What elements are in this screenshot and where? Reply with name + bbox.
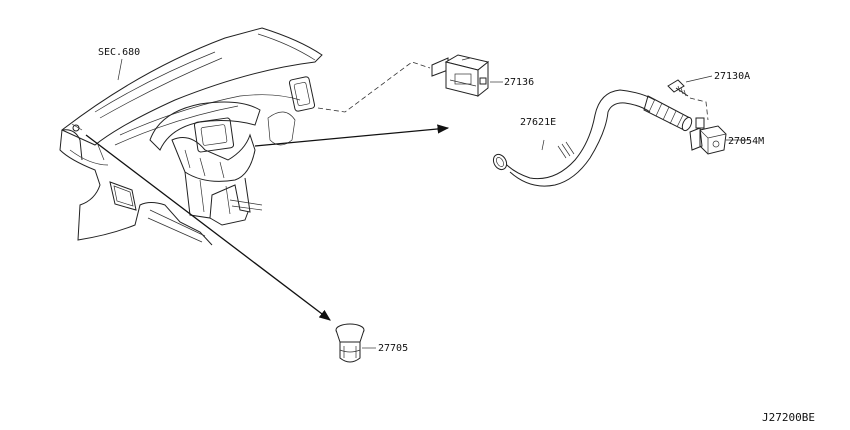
arrow-to-hose bbox=[254, 124, 450, 147]
label-27136: 27136 bbox=[504, 77, 534, 88]
instrument-panel bbox=[59, 27, 323, 246]
part-27136-sensor bbox=[431, 54, 490, 98]
label-27130A: 27130A bbox=[714, 71, 750, 82]
dashed-route-27130A bbox=[689, 97, 709, 121]
sec-680-label: SEC.680 bbox=[98, 47, 140, 58]
dashed-route-27136 bbox=[317, 61, 431, 113]
leader-27621E bbox=[541, 139, 545, 151]
arrow-to-clip bbox=[85, 134, 331, 321]
label-27705: 27705 bbox=[378, 343, 408, 354]
sec-680-leader bbox=[117, 58, 123, 81]
part-27621E-hose bbox=[492, 89, 693, 187]
part-27054M-sensor bbox=[689, 117, 727, 155]
label-27054M: 27054M bbox=[728, 136, 764, 147]
label-27621E: 27621E bbox=[520, 117, 556, 128]
part-27130A-screw bbox=[667, 79, 689, 97]
diagram-code: J27200BE bbox=[762, 411, 815, 424]
leader-27130A bbox=[685, 75, 713, 83]
part-27705-clip bbox=[335, 323, 365, 363]
